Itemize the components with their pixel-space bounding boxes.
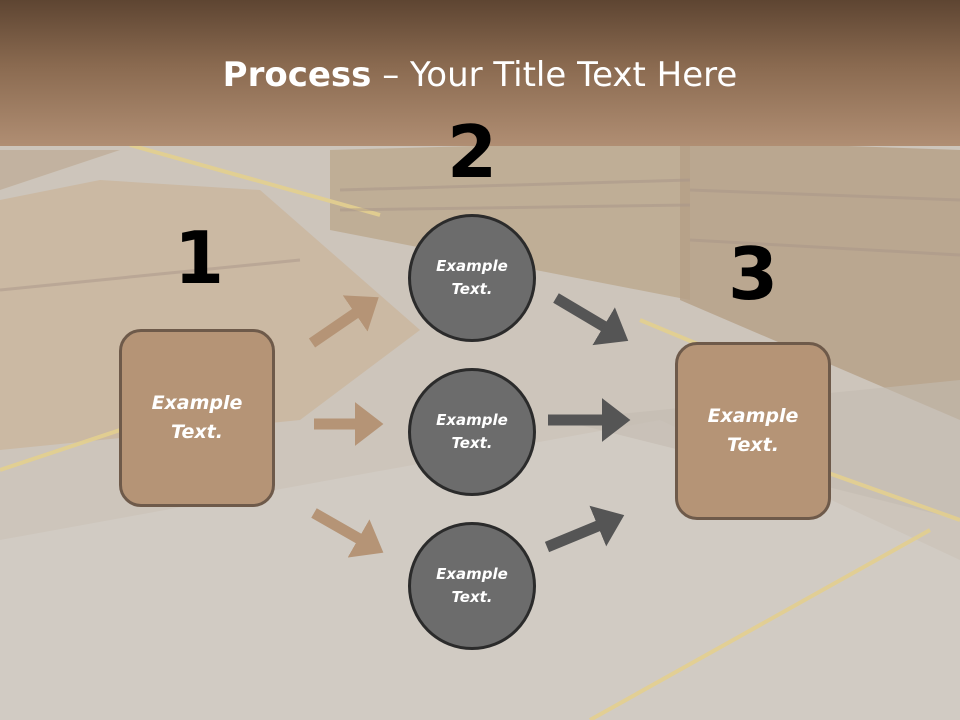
- arrow-1-to-bottom: [311, 508, 384, 558]
- arrow-top-to-3: [553, 293, 629, 346]
- arrow-1-to-top: [308, 295, 379, 348]
- step-number-2: 2: [446, 110, 498, 194]
- circle-middle-text: Example Text.: [436, 411, 508, 452]
- step-2-circle-bottom[interactable]: Example Text.: [408, 522, 536, 650]
- title-dash: –: [371, 55, 411, 95]
- step-3-box[interactable]: Example Text.: [675, 342, 831, 520]
- title-rest: Your Title Text Here: [410, 55, 738, 95]
- slide-title: Process – Your Title Text Here: [0, 54, 960, 96]
- circle-bottom-text: Example Text.: [436, 565, 508, 606]
- step-number-3: 3: [727, 232, 779, 316]
- title-bold: Process: [222, 55, 372, 95]
- circle-top-text: Example Text.: [436, 257, 508, 298]
- step-1-box[interactable]: Example Text.: [119, 329, 275, 507]
- step-2-circle-middle[interactable]: Example Text.: [408, 368, 536, 496]
- step-1-text: Example Text.: [151, 392, 243, 443]
- arrow-bottom-to-3: [544, 505, 625, 553]
- step-2-circle-top[interactable]: Example Text.: [408, 214, 536, 342]
- step-number-1: 1: [173, 216, 225, 300]
- step-3-text: Example Text.: [707, 405, 799, 456]
- title-banner: [0, 0, 960, 146]
